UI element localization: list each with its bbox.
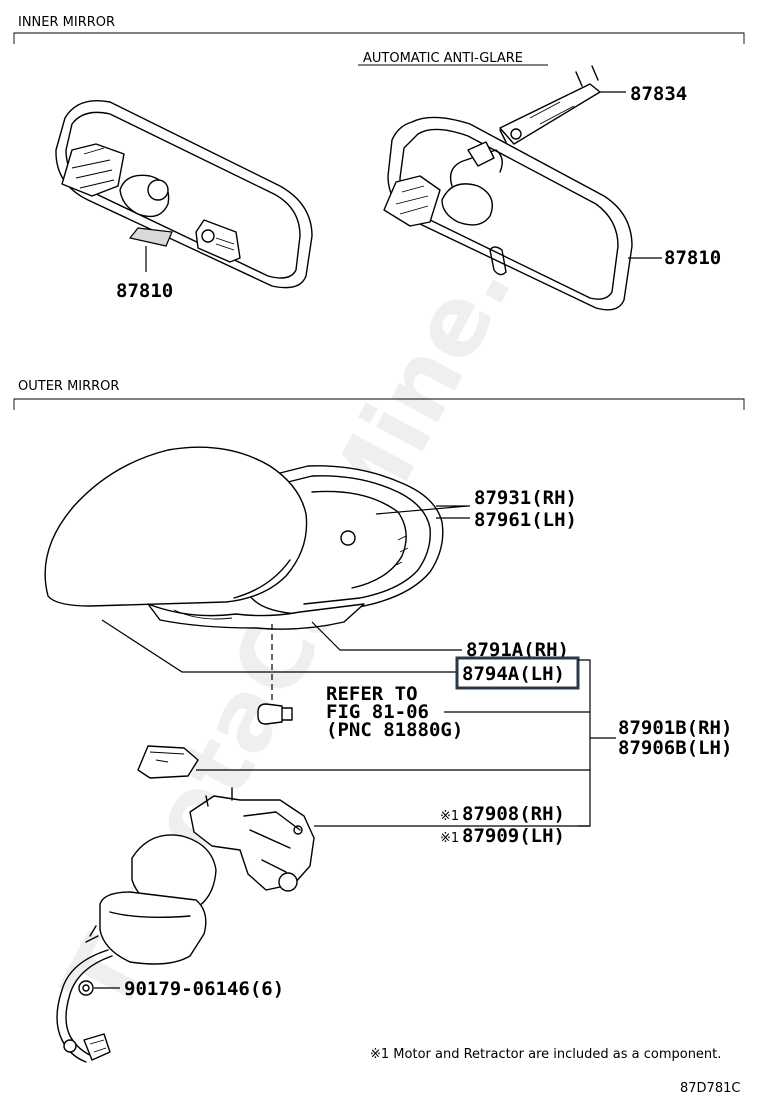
group-bracket-87901b [578, 659, 616, 827]
outer-mirror-section: OUTER MIRROR 87931(RH) 87961(LH) 8791A(R… [13, 379, 745, 1096]
part-label-87834: 87834 [630, 83, 687, 105]
reference-line-1: REFER TO [326, 683, 418, 705]
leader-8791a [311, 621, 462, 651]
part-label-90179: 90179-06146(6) [124, 978, 284, 1000]
part-label-8791a: 8791A(RH) [466, 639, 569, 661]
section-bracket-outer [13, 398, 745, 410]
screw-part [78, 980, 94, 996]
bulb-part [257, 703, 283, 725]
inner-mirror-basic-drawing [55, 100, 313, 289]
part-label-87931: 87931(RH) [474, 487, 577, 509]
mark-87909: ※1 [440, 831, 459, 846]
leader-8794a [101, 619, 458, 673]
reference-line-2: FIG 81-06 [326, 701, 429, 723]
inner-mirror-section: INNER MIRROR AUTOMATIC ANTI-GLARE 87810 [13, 15, 745, 311]
wire-harness-drawing [56, 949, 113, 1063]
part-label-8794a: 8794A(LH) [462, 663, 565, 685]
part-label-87961: 87961(LH) [474, 509, 577, 531]
part-label-87908: 87908(RH) [462, 803, 565, 825]
variant-title-anti-glare: AUTOMATIC ANTI-GLARE [363, 51, 523, 66]
section-bracket-inner [13, 32, 745, 44]
sensor-pad-part [128, 227, 173, 247]
highlight-box-8794a [455, 656, 580, 690]
harness-bracket-part [499, 65, 601, 145]
side-lamp-part [137, 745, 199, 779]
mirror-base-drawing [85, 834, 217, 965]
reference-line-3: (PNC 81880G) [326, 719, 463, 741]
outer-mirror-cover-edge [233, 559, 291, 599]
inner-mirror-auto-drawing [383, 116, 633, 311]
outer-mirror-garnish-drawing [147, 603, 365, 630]
section-title-inner: INNER MIRROR [18, 15, 115, 30]
outer-mirror-cover-drawing [44, 446, 308, 607]
leader-87931 [375, 505, 470, 515]
part-label-87810-basic: 87810 [116, 280, 173, 302]
part-label-87901b: 87901B(RH) [618, 717, 732, 739]
part-label-87906b: 87906B(LH) [618, 737, 732, 759]
part-label-87909: 87909(LH) [462, 825, 565, 847]
footnote: ※1 Motor and Retractor are included as a… [370, 1047, 721, 1062]
part-label-87810-auto: 87810 [664, 247, 721, 269]
section-title-outer: OUTER MIRROR [18, 379, 119, 394]
diagram-code: 87D781C [680, 1081, 740, 1096]
motor-retractor-drawing [189, 787, 315, 892]
mark-87908: ※1 [440, 809, 459, 824]
